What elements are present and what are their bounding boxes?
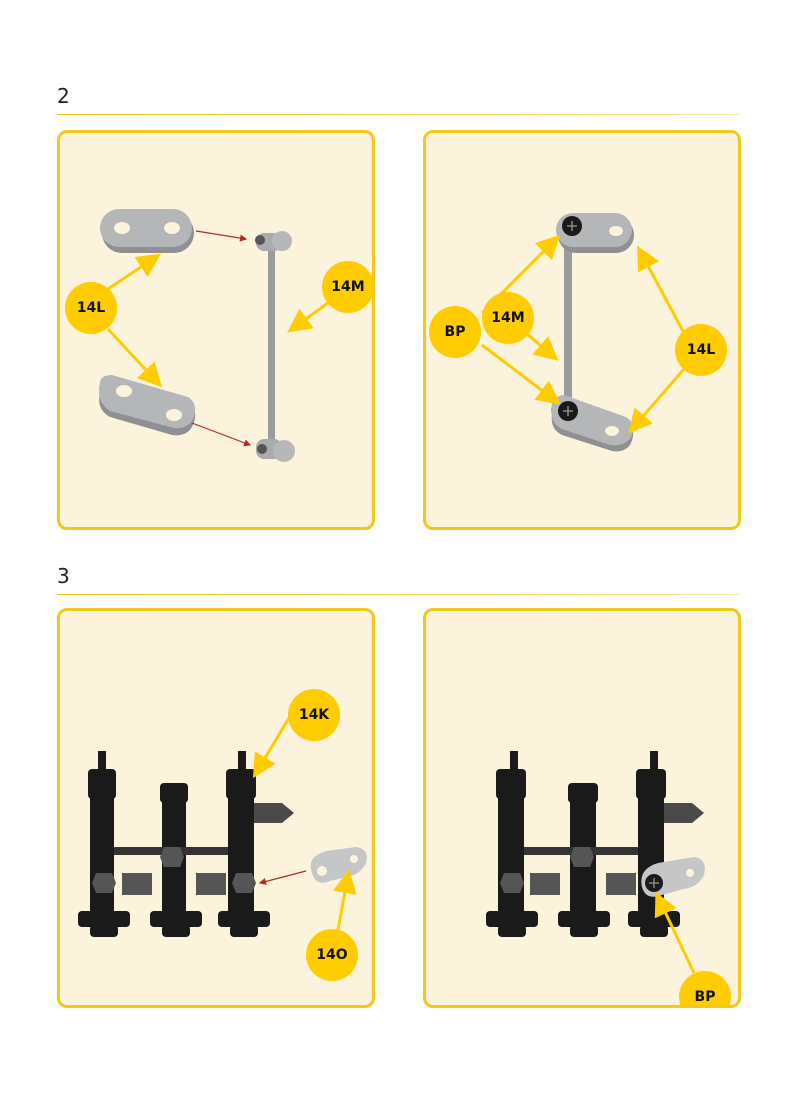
frame-14k: [78, 751, 294, 937]
step-divider: [57, 114, 740, 115]
step3-panel-assembled: BP: [423, 608, 741, 1008]
link-plate-bottom-assembled: [551, 395, 634, 452]
callout-14l: 14L: [65, 282, 117, 334]
callout-14o: 14O: [306, 929, 358, 981]
step2-parts-illustration: [99, 209, 329, 462]
step2-panel-assembled: BP 14M 14L: [423, 130, 741, 530]
frame-assembled: [486, 751, 704, 937]
link-plate-14l-bottom: [99, 375, 196, 436]
callout-14m: 14M: [322, 261, 372, 313]
rod-14m: [255, 231, 295, 462]
step-divider: [57, 594, 740, 595]
step-number: 2: [57, 84, 70, 108]
step-number: 3: [57, 564, 70, 588]
step3-parts-illustration: [78, 712, 367, 942]
callout-bp: BP: [429, 306, 481, 358]
callout-bp: BP: [679, 971, 731, 1005]
step2-assembled-illustration: [480, 213, 686, 452]
link-plate-14l-top: [100, 209, 194, 253]
callout-14m: 14M: [482, 292, 534, 344]
step2-panel-parts: 14L 14M: [57, 130, 375, 530]
step3-assembled-illustration: [486, 751, 705, 974]
step3-panel-parts: 14K 14O: [57, 608, 375, 1008]
lever-14o: [310, 847, 367, 883]
lever-installed: [641, 857, 705, 897]
callout-14l: 14L: [675, 324, 727, 376]
link-plate-top-assembled: [556, 213, 634, 253]
callout-14k: 14K: [288, 689, 340, 741]
